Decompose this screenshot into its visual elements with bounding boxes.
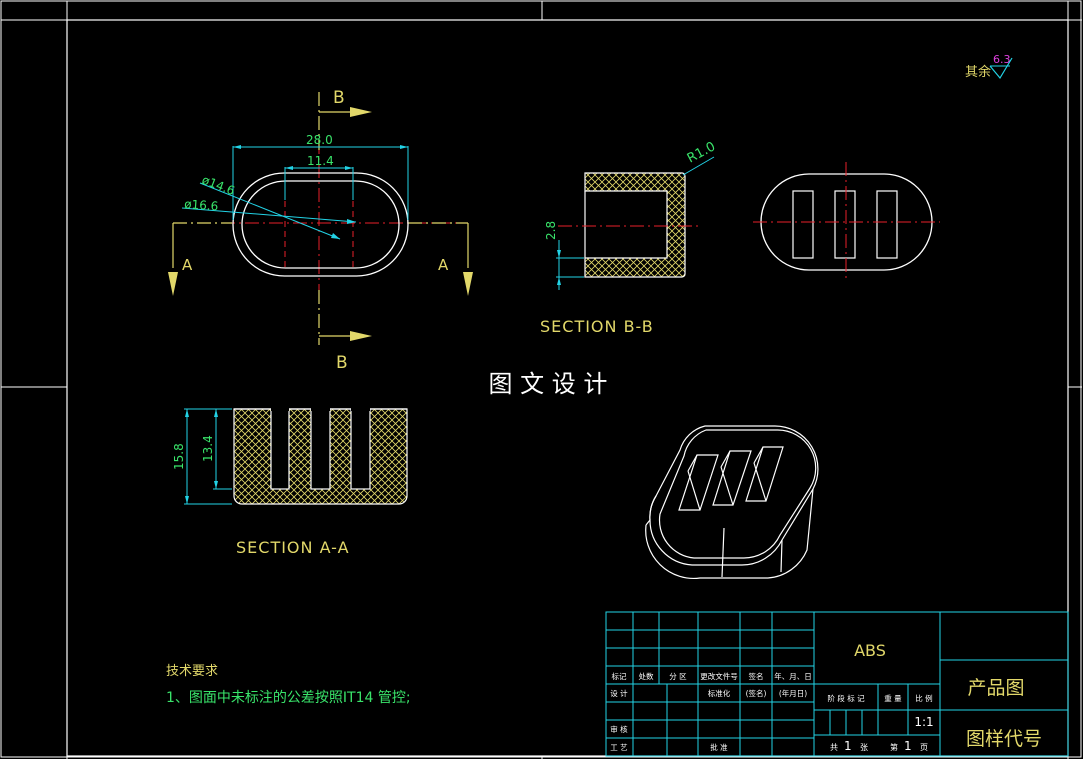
section-bb-title: SECTION B-B [540,317,654,336]
cut-label-bottom: B [336,353,348,373]
svg-text:批 准: 批 准 [710,742,728,752]
section-bb-view: 2.8 R1.0 SECTION B-B [540,139,718,336]
svg-text:共: 共 [830,743,838,752]
svg-text:审 核: 审 核 [610,724,628,734]
dim-dia-16-6: ø16.6 [184,197,219,213]
svg-text:(签名): (签名) [746,688,767,698]
part-name: 产品图 [967,677,1024,699]
surface-finish-label: 其余 [965,64,991,80]
plan-inner-outline [241,180,400,269]
surface-finish-symbol: 其余 6.3 [965,53,1013,80]
cut-label-top: B [333,88,345,108]
svg-text:处数: 处数 [639,671,654,681]
watermark: 图 文 设 计 [489,370,608,398]
svg-text:阶 段 标 记: 阶 段 标 记 [827,693,865,703]
svg-text:1: 1 [844,739,852,753]
svg-text:设 计: 设 计 [610,688,628,698]
dim-r1: R1.0 [685,139,718,166]
section-aa-title: SECTION A-A [236,538,350,557]
bottom-view [753,162,940,282]
drawing-number: 图样代号 [966,728,1042,750]
tech-req-line1: 1、图面中未标注的公差按照IT14 管控; [166,690,411,706]
svg-text:张: 张 [860,743,868,752]
dim-2-8: 2.8 [544,221,558,240]
plan-view: A A B B 28.0 11.4 ø14.6 [168,88,473,373]
svg-text:重 量: 重 量 [884,694,902,703]
surface-finish-value: 6.3 [993,53,1011,66]
cut-label-left: A [182,256,193,274]
svg-text:标记: 标记 [612,671,627,681]
dim-11-4: 11.4 [307,154,334,168]
svg-text:1: 1 [904,739,912,753]
dim-28: 28.0 [306,133,333,147]
tech-req-heading: 技术要求 [166,664,218,679]
isometric-view [645,425,819,580]
svg-text:(年月日): (年月日) [779,688,807,698]
dim-dia-14-6: ø14.6 [200,173,237,198]
svg-text:年、月、日: 年、月、日 [774,671,812,681]
svg-text:签名: 签名 [749,671,764,681]
section-aa-view: 15.8 13.4 SECTION A-A [172,407,408,557]
material-label: ABS [854,641,886,660]
svg-text:标准化: 标准化 [708,688,731,698]
plan-outer-outline [232,172,409,277]
scale-value: 1:1 [914,715,933,729]
svg-text:工 艺: 工 艺 [610,743,627,752]
svg-text:页: 页 [920,743,928,752]
dim-13-4: 13.4 [201,435,215,462]
svg-text:分 区: 分 区 [669,672,687,681]
svg-text:第: 第 [890,742,898,752]
svg-text:比 例: 比 例 [915,693,932,703]
cut-label-right: A [438,256,449,274]
technical-requirements: 技术要求 1、图面中未标注的公差按照IT14 管控; [166,664,411,706]
dim-15-8: 15.8 [172,443,186,470]
title-block: ABS 产品图 图样代号 1:1 标记 处数 分 区 更改文件号 签名 年、月、… [605,611,1069,757]
svg-text:更改文件号: 更改文件号 [700,671,738,681]
